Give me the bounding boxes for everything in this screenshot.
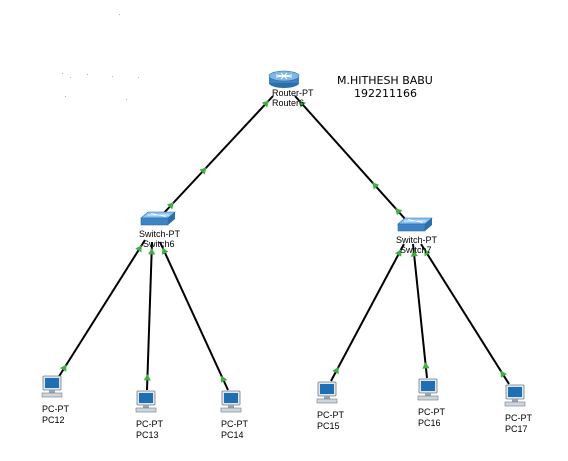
links-layer (57, 95, 510, 391)
router-icon (268, 70, 300, 88)
pc16-type-label: PC-PT (418, 407, 446, 417)
pc15-device[interactable]: PC-PT PC15 (316, 381, 345, 431)
pc-icon (504, 384, 526, 407)
pc14-device[interactable]: PC-PT PC14 (220, 390, 249, 440)
switch-icon (140, 211, 176, 226)
link-status-indicator-switch7-pc17-end (500, 370, 507, 378)
link-indicators-layer (60, 100, 507, 383)
link-switch6-pc12[interactable] (57, 239, 146, 379)
link-switch7-pc15[interactable] (330, 243, 405, 382)
link-status-indicator-switch6-pc14-start (161, 247, 169, 255)
link-router6-switch7[interactable] (294, 95, 407, 221)
link-status-indicator-router6-switch6-end (166, 202, 174, 210)
link-status-indicator-switch6-pc14-end (220, 375, 228, 383)
pc17-name-label: PC17 (505, 424, 528, 434)
link-status-indicator-router6-switch6-mid (199, 167, 207, 175)
link-status-indicator-switch6-pc12-end (60, 364, 67, 372)
pc-icon (135, 390, 157, 413)
pc17-type-label: PC-PT (505, 413, 533, 423)
switch7-name-label: Switch7 (400, 245, 432, 255)
switch7-device[interactable]: Switch-PT Switch7 (396, 217, 438, 255)
link-status-indicator-switch7-pc15-start (395, 249, 402, 257)
link-status-indicator-switch7-pc16-end (422, 362, 430, 369)
router6-name-label: Router6 (272, 98, 304, 108)
link-status-indicator-switch6-pc13-end (143, 374, 151, 381)
link-status-indicator-switch6-pc13-start (148, 248, 156, 255)
switch-icon (397, 217, 433, 232)
pc-icon (220, 390, 242, 413)
pc-icon (417, 378, 439, 401)
link-status-indicator-router6-switch7-end (395, 208, 403, 216)
link-status-indicator-switch7-pc15-end (332, 366, 339, 375)
pc13-type-label: PC-PT (136, 419, 164, 429)
link-status-indicator-router6-switch6-start (261, 100, 269, 108)
router6-type-label: Router-PT (272, 88, 314, 98)
stray-marks (62, 14, 139, 100)
router6-device[interactable]: Router-PT Router6 (268, 70, 314, 108)
link-router6-switch6[interactable] (162, 95, 274, 215)
pc15-type-label: PC-PT (317, 410, 345, 420)
switch6-name-label: Switch6 (143, 239, 175, 249)
pc13-name-label: PC13 (136, 430, 159, 440)
pc12-device[interactable]: PC-PT PC12 (41, 375, 70, 425)
pc16-name-label: PC16 (418, 418, 441, 428)
pc15-name-label: PC15 (317, 421, 340, 431)
link-switch6-pc14[interactable] (159, 241, 229, 391)
pc12-name-label: PC12 (42, 415, 65, 425)
link-status-indicator-router6-switch7-mid (372, 182, 380, 190)
link-status-indicator-router6-switch7-start (299, 100, 306, 108)
author-name: M.HITHESH BABU (337, 74, 433, 87)
pc13-device[interactable]: PC-PT PC13 (135, 390, 164, 440)
pc17-device[interactable]: PC-PT PC17 (504, 384, 533, 434)
pc-icon (41, 375, 63, 398)
switch6-device[interactable]: Switch-PT Switch6 (139, 211, 181, 249)
link-status-indicator-switch6-pc12-start (135, 245, 142, 253)
link-switch7-pc17[interactable] (420, 243, 510, 385)
link-status-indicator-switch7-pc17-start (424, 249, 431, 257)
switch6-type-label: Switch-PT (139, 229, 181, 239)
pc14-name-label: PC14 (221, 430, 244, 440)
pc-icon (316, 381, 338, 404)
pc12-type-label: PC-PT (42, 404, 70, 414)
author-annotation: M.HITHESH BABU 192211166 (337, 74, 433, 100)
link-switch6-pc13[interactable] (146, 241, 153, 391)
link-switch7-pc16[interactable] (412, 243, 428, 379)
pc14-type-label: PC-PT (221, 419, 249, 429)
author-id: 192211166 (354, 87, 417, 100)
switch7-type-label: Switch-PT (396, 235, 438, 245)
link-status-indicator-switch7-pc16-start (410, 250, 418, 257)
pc16-device[interactable]: PC-PT PC16 (417, 378, 446, 428)
